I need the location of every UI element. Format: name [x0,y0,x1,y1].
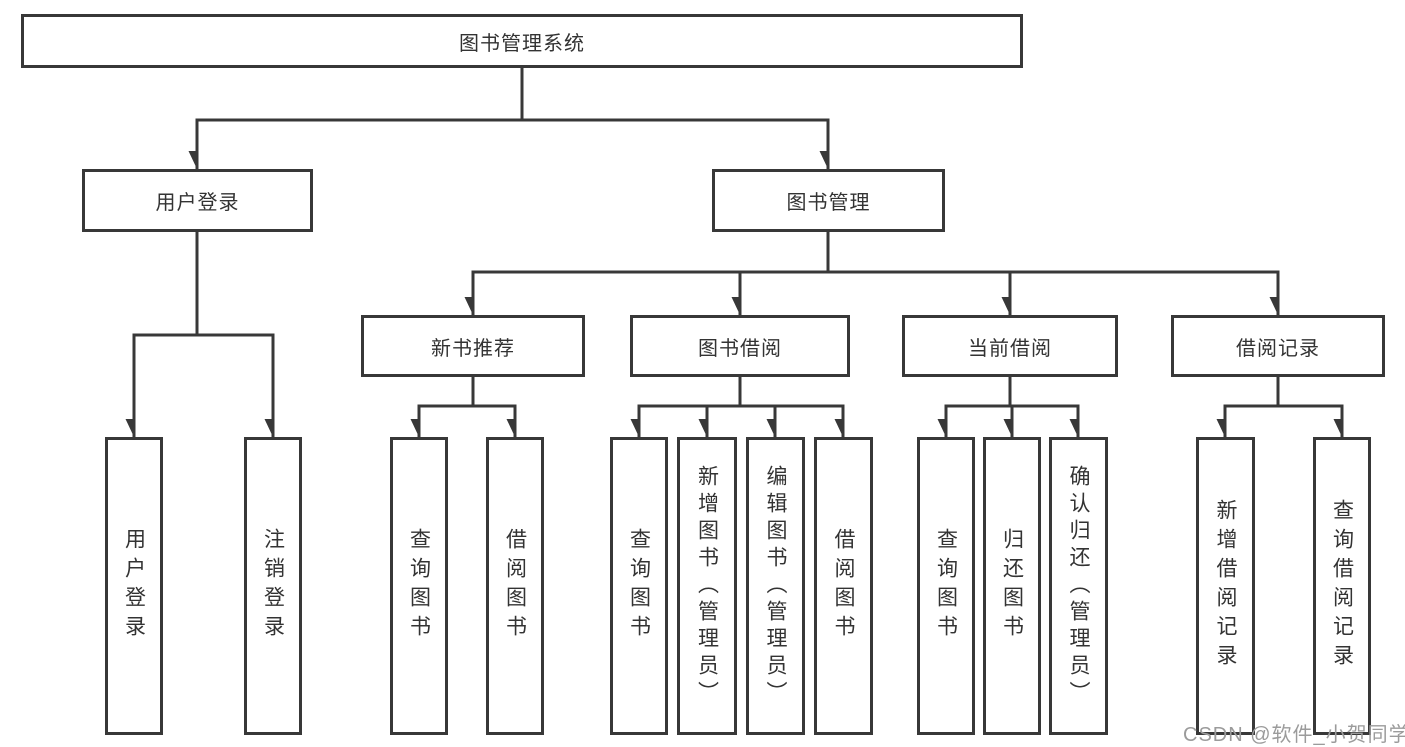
leaf-borrow-book: 借阅图书 [814,437,873,735]
node-new-book-recommendation: 新书推荐 [361,315,585,377]
node-label: 新书推荐 [431,337,515,360]
node-label: 借阅记录 [1236,337,1320,360]
node-user-login: 用户登录 [82,169,313,232]
leaf-user-login: 用户登录 [105,437,163,735]
node-label: 编辑图书（管理员） [764,464,787,708]
node-label: 查询借阅记录 [1330,499,1354,673]
node-label: 用户登录 [155,192,240,214]
leaf-query-borrow-record: 查询借阅记录 [1313,437,1371,735]
leaf-add-borrow-record: 新增借阅记录 [1196,437,1255,735]
node-label: 注销登录 [261,528,285,644]
leaf-logout-login: 注销登录 [244,437,302,735]
node-label: 图书管理 [786,192,871,214]
node-label: 新增图书（管理员） [695,464,719,708]
node-label: 图书管理系统 [459,32,585,55]
node-label: 借阅图书 [503,528,527,644]
leaf-query-book-recommend: 查询图书 [390,437,448,735]
node-label: 用户登录 [122,528,146,644]
node-library-management-system: 图书管理系统 [21,14,1023,68]
leaf-edit-book-admin: 编辑图书（管理员） [746,437,805,735]
node-borrowing-records: 借阅记录 [1171,315,1385,377]
node-label: 图书借阅 [698,337,782,360]
node-label: 查询图书 [407,528,431,644]
node-label: 借阅图书 [832,528,855,644]
node-current-borrowing: 当前借阅 [902,315,1118,377]
leaf-query-book-borrow: 查询图书 [610,437,668,735]
node-label: 当前借阅 [968,337,1052,360]
node-book-borrowing: 图书借阅 [630,315,850,377]
node-label: 新增借阅记录 [1214,499,1237,673]
leaf-query-book-current: 查询图书 [917,437,975,735]
leaf-confirm-return-admin: 确认归还（管理员） [1049,437,1108,735]
node-book-management: 图书管理 [712,169,945,232]
leaf-return-book: 归还图书 [983,437,1041,735]
node-label: 查询图书 [627,528,651,644]
leaf-borrow-book-recommend: 借阅图书 [486,437,544,735]
node-label: 归还图书 [1000,528,1024,644]
node-label: 确认归还（管理员） [1067,464,1090,708]
node-label: 查询图书 [934,528,958,644]
leaf-add-book-admin: 新增图书（管理员） [677,437,737,735]
csdn-watermark: CSDN @软件_小贺同学 [1183,724,1405,746]
